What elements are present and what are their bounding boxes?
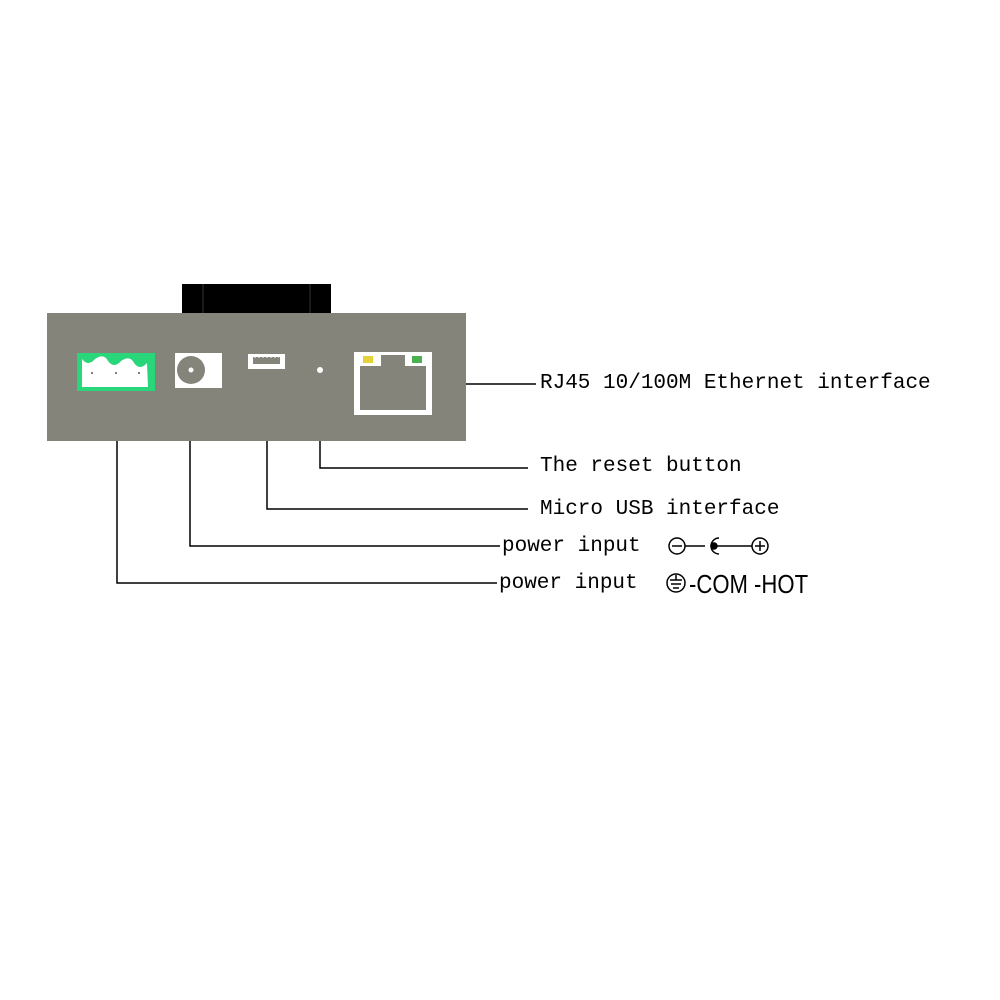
terminal-pin-labels: -COM -HOT [689, 569, 809, 599]
leader-reset [319, 441, 528, 469]
leader-usb [266, 441, 528, 510]
ground-icon [666, 573, 686, 593]
dc-jack [175, 353, 222, 388]
leader-lines [116, 383, 536, 584]
leader-dc [189, 441, 500, 547]
label-reset: The reset button [540, 455, 742, 478]
reset-button [317, 367, 323, 373]
rj45-port [354, 352, 432, 415]
label-terminal-power: power input [499, 572, 638, 595]
led-yellow [363, 356, 373, 363]
label-dc-power: power input [502, 535, 641, 558]
top-connector-block [182, 284, 331, 314]
label-ethernet: RJ45 10/100M Ethernet interface [540, 372, 931, 395]
terminal-block-connector [77, 353, 155, 391]
label-usb: Micro USB interface [540, 498, 780, 521]
micro-usb-port [248, 354, 285, 369]
dc-polarity-icon [668, 537, 769, 555]
leader-terminal [116, 441, 497, 584]
led-green [412, 356, 422, 363]
